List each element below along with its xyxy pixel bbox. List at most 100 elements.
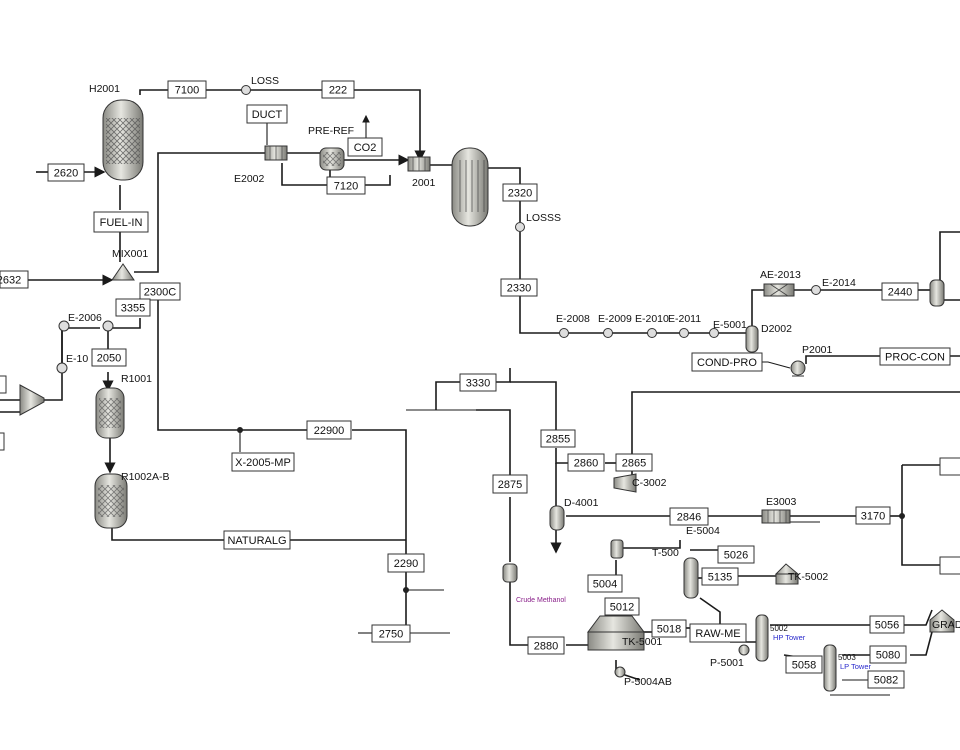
label-5002: 5002 xyxy=(770,624,788,633)
label-tk5002: TK-5002 xyxy=(788,571,828,583)
compressor-icon xyxy=(19,384,45,416)
label-pre-ref: PRE-REF xyxy=(308,125,354,137)
stream-label[interactable]: 2330 xyxy=(507,283,531,295)
splitter-icon xyxy=(237,427,243,433)
label-e5001: E-5001 xyxy=(713,319,747,331)
stream-label[interactable]: 2620 xyxy=(54,168,78,180)
label-d2002: D2002 xyxy=(761,323,792,335)
label-e2009: E-2009 xyxy=(598,313,632,325)
stream-label[interactable]: FUEL-IN xyxy=(100,217,143,229)
label-r1001: R1001 xyxy=(121,373,152,385)
label-e3003: E3003 xyxy=(766,496,797,508)
vessel-right-icon xyxy=(929,279,945,307)
stream-label[interactable]: 5082 xyxy=(874,675,898,687)
splitter-icon xyxy=(403,587,409,593)
exchanger-e2002-icon xyxy=(264,145,288,161)
stream-label[interactable]: 2875 xyxy=(498,479,522,491)
furnace-h2001-icon xyxy=(102,99,144,181)
stream-label[interactable]: 22900 xyxy=(314,425,345,437)
pump-p2001-icon xyxy=(790,360,806,377)
stream-label[interactable]: 5012 xyxy=(610,602,634,614)
valve-losss-icon xyxy=(515,222,525,232)
stream-label[interactable]: PROC-CON xyxy=(885,352,945,364)
label-p5001: P-5001 xyxy=(710,657,744,669)
label-e2006: E-2006 xyxy=(68,312,102,324)
hp-tower-icon xyxy=(755,614,769,662)
stream-label[interactable]: COND-PRO xyxy=(697,357,757,369)
label-hp-tower: HP Tower xyxy=(773,633,806,642)
pump-p5001-icon xyxy=(738,644,750,656)
label-losss: LOSSS xyxy=(526,212,561,224)
label-d4001: D-4001 xyxy=(564,497,599,509)
tank-tk5001-icon xyxy=(587,615,645,651)
stream-label[interactable]: 2320 xyxy=(508,188,532,200)
stream-label[interactable]: 7120 xyxy=(334,181,358,193)
label-e2011: E-2011 xyxy=(668,313,701,325)
heater-icon xyxy=(102,320,114,332)
exchanger-e5004-icon xyxy=(610,539,624,559)
stream-label[interactable]: 5004 xyxy=(593,579,617,591)
stream-label[interactable]: X-2005-MP xyxy=(235,457,291,469)
stream-label[interactable]: 3330 xyxy=(466,378,490,390)
pre-reformer-icon xyxy=(319,147,345,171)
label-e2008: E-2008 xyxy=(556,313,590,325)
label-mix001: MIX001 xyxy=(112,248,148,260)
drum-d4001-icon xyxy=(549,505,565,531)
reactor-r1002ab-icon xyxy=(94,473,128,529)
stream-lines xyxy=(0,89,960,696)
stream-label[interactable]: 2880 xyxy=(534,641,558,653)
stream-label[interactable]: 2855 xyxy=(546,434,570,446)
label-e2010: E-2010 xyxy=(635,313,669,325)
stream-label[interactable]: 5080 xyxy=(876,650,900,662)
stream-label[interactable]: 5026 xyxy=(724,550,748,562)
stream-label[interactable]: 2440 xyxy=(888,287,912,299)
label-h2001: H2001 xyxy=(89,83,120,95)
air-cooler-ae2013-icon xyxy=(763,283,795,297)
stream-label[interactable]: CO2 xyxy=(354,142,377,154)
stream-label[interactable]: 5058 xyxy=(792,660,816,672)
label-lp-tower: LP Tower xyxy=(840,662,871,671)
valve-loss-icon xyxy=(241,85,251,95)
stream-label[interactable]: 2290 xyxy=(394,558,418,570)
stream-label[interactable]: DUCT xyxy=(252,109,283,121)
splitter-icon xyxy=(899,513,905,519)
stream-label[interactable]: 2865 xyxy=(622,458,646,470)
label-e10: E-10 xyxy=(66,353,88,365)
stream-label[interactable]: 2846 xyxy=(677,512,701,524)
label-p2001: P2001 xyxy=(802,344,833,356)
exchanger-2001-icon xyxy=(407,156,431,172)
compressor-c3002-icon xyxy=(613,473,637,493)
stream-label[interactable]: 7100 xyxy=(175,85,199,97)
reactor-r1001-icon xyxy=(95,387,125,439)
stream-label[interactable]: 5135 xyxy=(708,572,732,584)
tower-t500-icon xyxy=(683,557,699,599)
label-2001: 2001 xyxy=(412,177,436,189)
label-r1002ab: R1002A-B xyxy=(121,471,169,483)
stream-label[interactable]: 2632 xyxy=(0,275,21,287)
stream-label[interactable]: 222 xyxy=(329,85,347,97)
stream-label[interactable]: 5056 xyxy=(875,620,899,632)
stream-label[interactable]: 3170 xyxy=(861,511,885,523)
stream-label[interactable]: RAW-ME xyxy=(695,628,740,640)
label-e2014: E-2014 xyxy=(822,277,856,289)
stream-label[interactable]: 2050 xyxy=(97,353,121,365)
pump-p5004ab-icon xyxy=(614,666,626,678)
label-tk5001: TK-5001 xyxy=(622,636,662,648)
label-p5004ab: P-5004AB xyxy=(624,676,672,688)
label-ae2013: AE-2013 xyxy=(760,269,801,281)
heater-train-icon xyxy=(559,328,719,338)
stream-label[interactable]: 2860 xyxy=(574,458,598,470)
tank-tk5002-icon xyxy=(774,563,800,585)
stream-label[interactable]: 2300C xyxy=(144,287,176,299)
heater-e10-icon xyxy=(56,362,68,374)
label-loss: LOSS xyxy=(251,75,279,87)
equipment xyxy=(19,85,955,692)
stream-label[interactable]: 2750 xyxy=(379,629,403,641)
label-e5004: E-5004 xyxy=(686,525,720,537)
stream-label[interactable]: NATURALG xyxy=(227,535,286,547)
grad-tank-icon xyxy=(929,609,955,633)
label-crude-methanol: Crude Methanol xyxy=(516,597,566,604)
stream-label[interactable]: 3355 xyxy=(121,303,145,315)
stream-label[interactable]: 5018 xyxy=(657,624,681,636)
